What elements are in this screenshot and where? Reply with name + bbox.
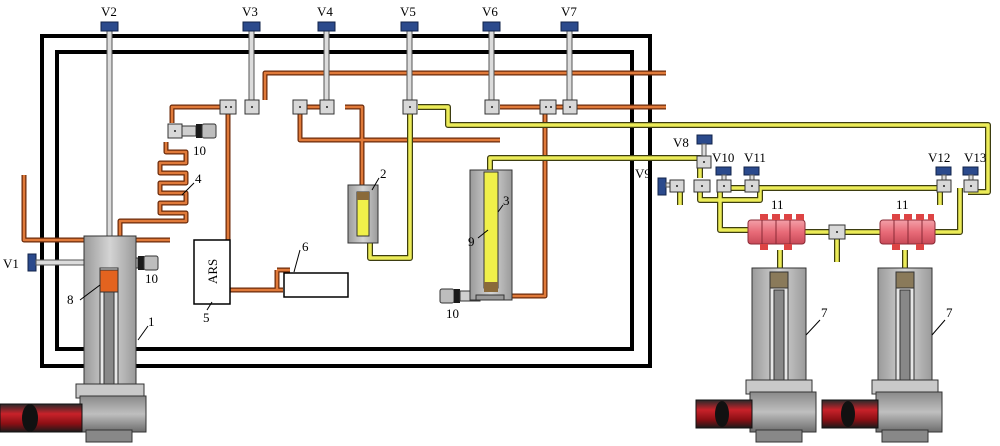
gas-booster-11-left	[747, 214, 806, 250]
label-v7: V7	[561, 4, 577, 19]
component-labels: 2 3 4 5 6 1 8 9 10 10 10 11 11 7 7	[67, 143, 953, 329]
valve-v12-cap	[935, 166, 952, 176]
thermostat-frame	[40, 34, 652, 368]
ars-label: ARS	[205, 259, 220, 284]
valve-v1-cap	[27, 253, 37, 272]
callout-leaders	[79, 177, 946, 341]
valve-v6-cap	[482, 21, 501, 32]
syringe-pump-1	[0, 235, 147, 443]
label-v11: V11	[744, 150, 766, 165]
label-v8: V8	[673, 135, 689, 150]
callout-10-left: 10	[145, 271, 158, 286]
valve-v13-cap	[962, 166, 979, 176]
label-v12: V12	[928, 150, 950, 165]
callout-8: 8	[67, 292, 74, 307]
label-v10: V10	[712, 150, 734, 165]
valve-v10-cap	[715, 166, 732, 176]
valve-v1-stem	[35, 259, 87, 266]
syringe-pump-7-left	[695, 267, 817, 443]
callout-6: 6	[302, 239, 309, 254]
gas-booster-11-right	[879, 214, 936, 250]
syringe-pump-7-right	[821, 267, 943, 443]
callout-7-left: 7	[821, 305, 828, 320]
callout-11-left: 11	[771, 197, 784, 212]
callout-7-right: 7	[946, 305, 953, 320]
equilibrium-cell-2	[347, 184, 379, 244]
label-v3: V3	[242, 4, 258, 19]
valve-v7-cap	[560, 21, 579, 32]
valve-v9-cap	[657, 177, 667, 196]
valve-v3-cap	[242, 21, 261, 32]
label-v9: V9	[635, 166, 651, 181]
callout-5: 5	[203, 310, 210, 325]
callout-1: 1	[148, 314, 155, 329]
ars-unit-5: ARS	[193, 239, 231, 305]
valve-labels: V2 V3 V4 V5 V6 V7 V1 V8 V9 V10 V11 V12 V…	[3, 4, 986, 271]
label-v2: V2	[101, 4, 117, 19]
callout-3: 3	[503, 193, 510, 208]
callout-2: 2	[380, 166, 387, 181]
label-v5: V5	[400, 4, 416, 19]
unit-6	[283, 272, 349, 298]
valve-v2-cap	[100, 21, 119, 32]
valve-v5-cap	[400, 21, 419, 32]
valve-v4-cap	[317, 21, 336, 32]
valve-caps	[27, 21, 979, 272]
callout-9: 9	[468, 234, 475, 249]
pressure-sensor-top	[181, 123, 217, 139]
label-v13: V13	[964, 150, 986, 165]
label-v4: V4	[317, 4, 333, 19]
core-holder-3	[469, 169, 513, 301]
label-v1: V1	[3, 256, 19, 271]
callout-10-bottom: 10	[446, 306, 459, 321]
callout-11-right: 11	[896, 197, 909, 212]
callout-10-top: 10	[193, 143, 206, 158]
callout-4: 4	[195, 171, 202, 186]
valve-v8-cap	[696, 134, 713, 145]
valve-v11-cap	[743, 166, 760, 176]
label-v6: V6	[482, 4, 498, 19]
